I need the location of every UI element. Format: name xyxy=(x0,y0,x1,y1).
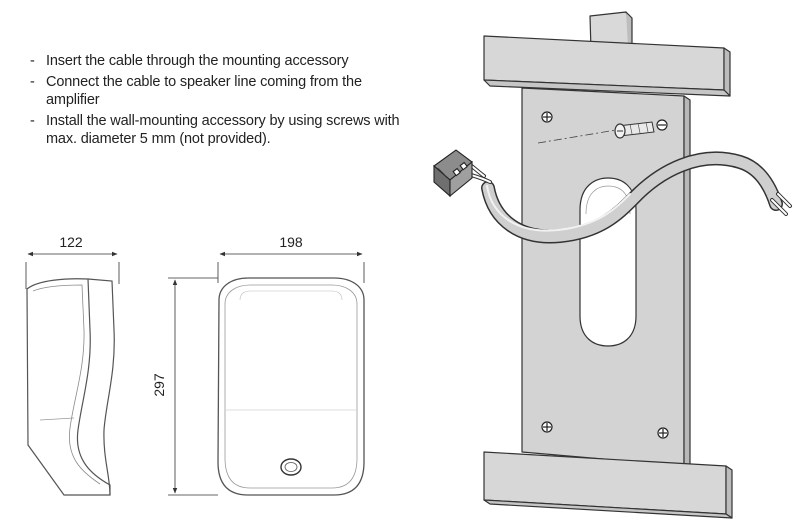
width-dimension: 198 xyxy=(217,234,365,283)
height-label: 297 xyxy=(151,373,167,397)
bullet-dash: - xyxy=(30,112,35,129)
instruction-text: Insert the cable through the mounting ac… xyxy=(46,53,349,69)
instruction-item: -Insert the cable through the mounting a… xyxy=(30,52,400,71)
speaker-side-view xyxy=(26,278,115,496)
wall-mounting-plate xyxy=(483,11,733,519)
instruction-item: -Connect the cable to speaker line comin… xyxy=(30,73,400,110)
bullet-dash: - xyxy=(30,53,35,69)
height-dimension: 297 xyxy=(151,277,218,496)
depth-label: 122 xyxy=(59,234,83,250)
instruction-text: Install the wall-mounting accessory by u… xyxy=(46,112,400,148)
led-indicator xyxy=(280,458,302,476)
bullet-dash: - xyxy=(30,73,35,90)
speaker-front-view xyxy=(217,277,365,496)
depth-dimension: 122 xyxy=(25,234,120,289)
screw-icon xyxy=(541,111,669,439)
terminal-connector-icon xyxy=(433,149,473,198)
speaker-cable xyxy=(464,151,792,244)
instruction-item: -Install the wall-mounting accessory by … xyxy=(30,112,400,149)
mounting-screw xyxy=(537,121,655,144)
instruction-list: -Insert the cable through the mounting a… xyxy=(30,52,400,151)
instruction-text: Connect the cable to speaker line coming… xyxy=(46,73,362,109)
width-label: 198 xyxy=(279,234,303,250)
